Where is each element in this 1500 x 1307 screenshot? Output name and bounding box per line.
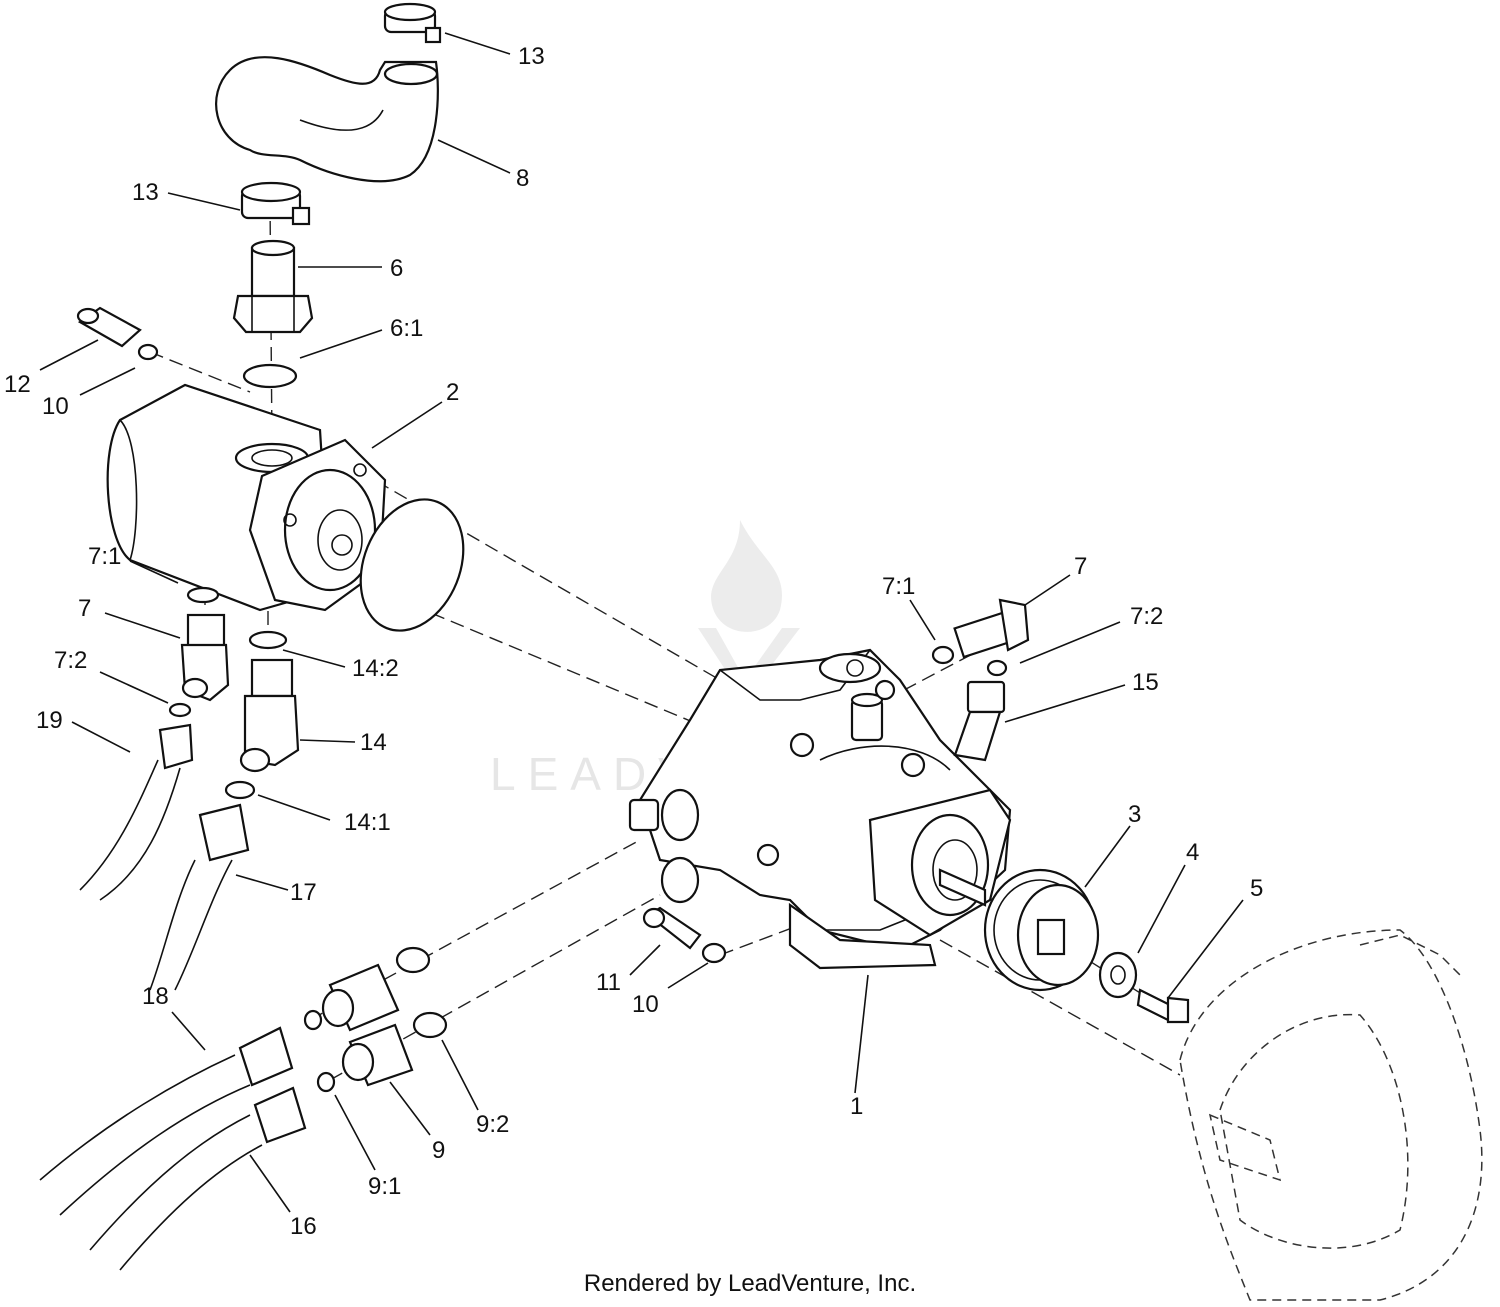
callout-19: 19 [36,707,63,734]
engine-housing-reference [1179,929,1483,1301]
hydraulic-hose-part-17 [149,803,250,991]
o-ring-part-7-1-left [186,586,220,604]
callout-16: 16 [290,1213,317,1240]
callout-9-1: 9:1 [368,1173,401,1200]
callout-6-1: 6:1 [390,315,423,342]
bolt-part-11 [642,906,702,950]
fitting-part-15 [953,680,1006,762]
render-credit: Rendered by LeadVenture, Inc. [583,1270,917,1297]
o-ring-part-9-1-lower [316,1071,336,1093]
suction-tube-part-8 [215,56,439,183]
o-ring-part-9-2-lower [412,1011,448,1039]
washer-part-10-bottom [701,942,727,964]
callout-7-2-right: 7:2 [1130,603,1163,630]
o-ring-part-9-1-upper [303,1009,323,1031]
callout-7-2-left: 7:2 [54,647,87,674]
callout-15: 15 [1132,669,1159,696]
o-ring-part-6-1 [242,363,298,389]
callout-6: 6 [390,255,403,282]
callout-7-right: 7 [1074,553,1087,580]
callout-17: 17 [290,879,317,906]
o-ring-part-7-2-right [986,659,1008,677]
callout-8: 8 [516,165,529,192]
callout-11: 11 [596,969,621,996]
gear-pump-part-2 [106,383,387,612]
hose-clamp-part-13-mid [240,181,311,226]
callout-14-2: 14:2 [352,655,399,682]
washer-part-10-top [137,343,159,361]
callout-7-1-right: 7:1 [882,573,915,600]
callout-12: 12 [4,371,31,398]
callout-4: 4 [1186,839,1199,866]
o-ring-part-14-1 [224,780,256,800]
callout-labels: 13 8 13 6 6:1 12 10 2 7:1 7 7:2 19 14:2 … [4,43,1263,1240]
elbow-fitting-part-7-right [953,598,1030,659]
fitting-part-9-upper [321,963,400,1032]
o-ring-part-7-1-right [931,645,955,665]
washer-part-4 [1098,951,1138,999]
callout-14-1: 14:1 [344,809,391,836]
hydraulic-hose-part-18 [39,1026,294,1216]
callout-9-2: 9:2 [476,1111,509,1138]
callout-18: 18 [142,983,169,1010]
elbow-fitting-part-7-left [180,613,230,702]
callout-7-1-left: 7:1 [88,543,121,570]
callout-1: 1 [850,1093,863,1120]
fitting-part-9-lower [341,1023,414,1087]
hydraulic-hose-part-16 [89,1086,307,1271]
callout-3: 3 [1128,801,1141,828]
bolt-part-12 [76,306,142,348]
callout-13-top: 13 [518,43,545,70]
o-ring-pump-seal [359,498,465,632]
callout-5: 5 [1250,875,1263,902]
o-ring-part-7-2-left [168,702,192,718]
callout-10-top: 10 [42,393,69,420]
callout-2: 2 [446,379,459,406]
callout-10-bottom: 10 [632,991,659,1018]
hose-barb-fitting-part-6 [232,239,314,334]
drive-gear-part-3 [983,868,1100,992]
o-ring-part-14-2 [248,630,288,650]
callout-13-mid: 13 [132,179,159,206]
o-ring-part-9-2-upper [395,946,431,974]
hydraulic-hose-part-19 [79,723,194,901]
watermark-lv-icon [698,628,800,700]
elbow-fitting-part-14 [239,658,300,773]
bolt-part-5 [1136,988,1190,1024]
callout-14: 14 [360,729,387,756]
hose-clamp-part-13-top [383,2,442,44]
callout-leaders [39,32,1244,1213]
watermark-flame-icon [711,520,782,632]
hydrostatic-pump-part-1 [628,648,1012,970]
callout-9: 9 [432,1137,445,1164]
callout-7-left: 7 [78,595,91,622]
